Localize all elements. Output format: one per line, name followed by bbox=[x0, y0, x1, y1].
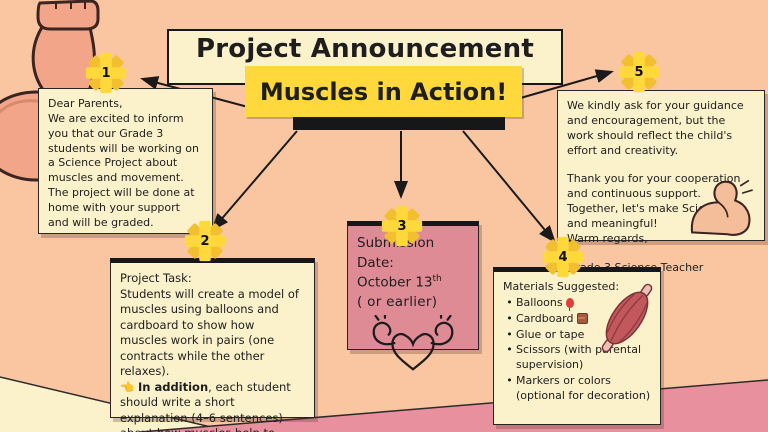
material-label: Markers or colors (optional for decorati… bbox=[516, 374, 651, 402]
badge-4: 4 bbox=[540, 234, 586, 280]
arrow-to-note-5 bbox=[516, 69, 614, 100]
date-ordinal: th bbox=[432, 274, 442, 285]
material-label: Glue or tape bbox=[516, 327, 585, 341]
badge-5: 5 bbox=[616, 49, 662, 95]
note-parents-letter: Dear Parents, We are excited to inform y… bbox=[38, 88, 213, 234]
badge-2: 2 bbox=[182, 218, 228, 264]
material-label: Balloons bbox=[516, 296, 651, 311]
starburst-icon bbox=[184, 220, 226, 262]
guidance-signature: Grade 3 Science Teacher bbox=[567, 260, 704, 274]
parents-letter-text: Dear Parents, We are excited to inform y… bbox=[48, 97, 200, 229]
subtitle-banner: Muscles in Action! bbox=[245, 66, 522, 117]
arrow-to-note-2 bbox=[211, 130, 298, 232]
pointing-hand-icon: 👈 bbox=[120, 379, 135, 394]
muscle-icon bbox=[601, 283, 653, 353]
badge-number: 5 bbox=[634, 64, 644, 80]
submission-date: October 13th bbox=[357, 274, 442, 291]
badge-number: 3 bbox=[397, 218, 407, 234]
bullet-icon: • bbox=[506, 327, 513, 341]
submission-note: ( or earlier) bbox=[357, 294, 438, 311]
balloon-icon bbox=[565, 297, 574, 311]
bullet-icon: • bbox=[506, 295, 513, 309]
material-label: Cardboard bbox=[516, 312, 651, 327]
starburst-icon bbox=[542, 236, 584, 278]
material-item: •Balloons bbox=[503, 296, 651, 311]
badge-1: 1 bbox=[83, 50, 129, 96]
page-title: Project Announcement bbox=[196, 34, 534, 64]
badge-number: 4 bbox=[558, 249, 568, 265]
material-item: •Glue or tape bbox=[503, 328, 651, 343]
bullet-icon: • bbox=[506, 374, 513, 388]
cardboard-icon bbox=[576, 313, 588, 325]
note-materials: Materials Suggested: •Balloons•Cardboard… bbox=[493, 267, 661, 425]
bicep-icon bbox=[690, 179, 753, 236]
material-item: •Markers or colors (optional for decorat… bbox=[503, 374, 651, 404]
guidance-p4: Warm regards, bbox=[567, 231, 648, 245]
materials-heading: Materials Suggested: bbox=[503, 280, 620, 293]
material-item: •Cardboard bbox=[503, 312, 651, 327]
note-guidance: We kindly ask for your guidance and enco… bbox=[557, 90, 765, 274]
strong-heart-icon bbox=[372, 314, 454, 371]
task-heading: Project Task: bbox=[120, 271, 192, 285]
guidance-p1: We kindly ask for your guidance and enco… bbox=[567, 99, 744, 157]
starburst-icon bbox=[85, 52, 127, 94]
note-project-task: Project Task: Students will create a mod… bbox=[110, 258, 315, 432]
bullet-icon: • bbox=[506, 311, 513, 325]
badge-number: 2 bbox=[200, 233, 210, 249]
bullet-icon: • bbox=[506, 343, 513, 357]
page-subtitle: Muscles in Action! bbox=[259, 77, 508, 106]
arrow-to-note-4 bbox=[462, 130, 556, 244]
task-addition-bold: In addition bbox=[137, 379, 209, 394]
badge-3: 3 bbox=[379, 203, 425, 249]
guidance-p2: Thank you for your cooperation and conti… bbox=[567, 172, 741, 201]
title-underbar bbox=[293, 116, 505, 130]
badge-number: 1 bbox=[101, 65, 111, 81]
task-body: Students will create a model of muscles … bbox=[120, 286, 299, 379]
task-addition-rest: , each student should write a short expl… bbox=[120, 379, 291, 432]
starburst-icon bbox=[381, 205, 423, 247]
starburst-icon bbox=[618, 51, 660, 93]
task-addition: 👈 In addition, each student should write… bbox=[120, 380, 305, 432]
